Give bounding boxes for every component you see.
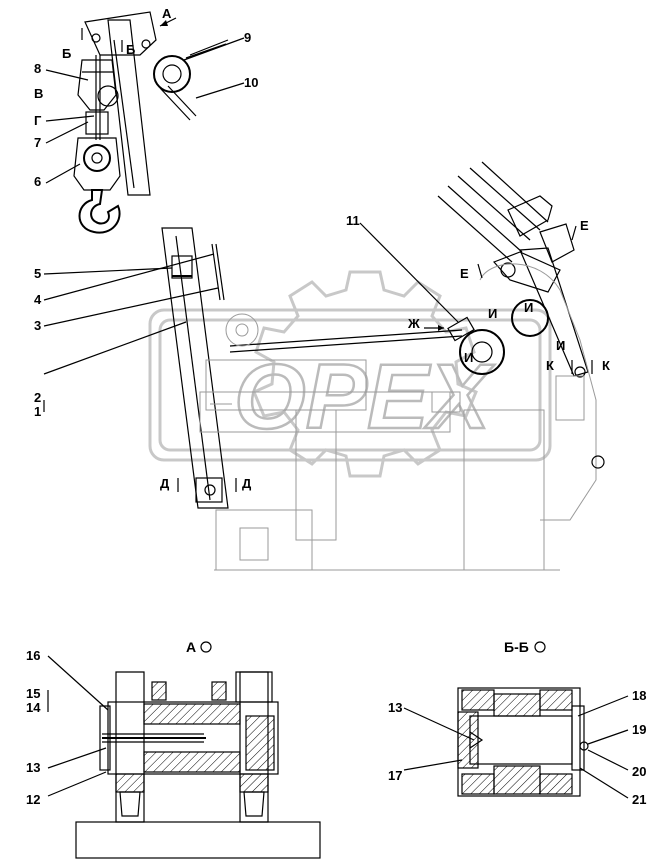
mark-i-3: И [464,350,473,365]
callout-18: 18 [632,688,646,703]
callout-8: 8 [34,61,41,76]
leader-lines [43,37,629,799]
callout-5: 5 [34,266,41,281]
callout-14: 14 [26,700,41,715]
section-bb [457,687,589,797]
mark-d-left: Д [160,476,170,491]
callout-11: 11 [346,213,360,228]
callout-7: 7 [34,135,41,150]
mark-e-top: Е [580,218,589,233]
hook-block-assembly [73,11,229,234]
mark-b-left: Б [62,46,71,61]
mark-k-right: К [602,358,610,373]
callout-labels: 1 2 3 4 5 6 7 8 9 10 11 12 13 14 15 16 1… [26,30,646,807]
view-captions: А Б-Б [186,639,546,655]
mark-zh: Ж [407,316,420,331]
callout-3: 3 [34,318,41,333]
mark-e-left: Е [460,266,469,281]
caption-section-bb: Б-Б [504,639,529,655]
view-a-section [75,671,321,859]
callout-6: 6 [34,174,41,189]
callout-9: 9 [244,30,251,45]
mark-d-right: Д [242,476,252,491]
mark-g: Г [34,113,42,128]
boom-lever-assembly [229,161,605,521]
mark-a-top: А [162,6,172,21]
section-letters: А Б Б В Г Д Д Е Е Ж И И И И К К [34,6,610,491]
callout-4: 4 [34,292,42,307]
mark-k-left: К [546,358,554,373]
callout-2: 2 [34,390,41,405]
callout-16: 16 [26,648,40,663]
mark-v: В [34,86,43,101]
callout-19: 19 [632,722,646,737]
callout-20: 20 [632,764,646,779]
callout-10: 10 [244,75,258,90]
mark-b-right: Б [126,42,135,57]
mark-i-2: И [524,300,533,315]
callout-17: 17 [388,768,402,783]
caption-view-a: А [186,639,196,655]
section-arrows [81,17,593,492]
watermark-text: OPEX [234,346,494,448]
callout-13b: 13 [388,700,402,715]
callout-21: 21 [632,792,646,807]
machine-body [199,313,560,571]
callout-13a: 13 [26,760,40,775]
mast-assembly [161,227,229,509]
callout-1: 1 [34,404,41,419]
callout-12: 12 [26,792,40,807]
callout-15: 15 [26,686,40,701]
mark-i-1: И [488,306,497,321]
watermark-logo: OPEX [148,270,552,478]
mark-i-4: И [556,338,565,353]
